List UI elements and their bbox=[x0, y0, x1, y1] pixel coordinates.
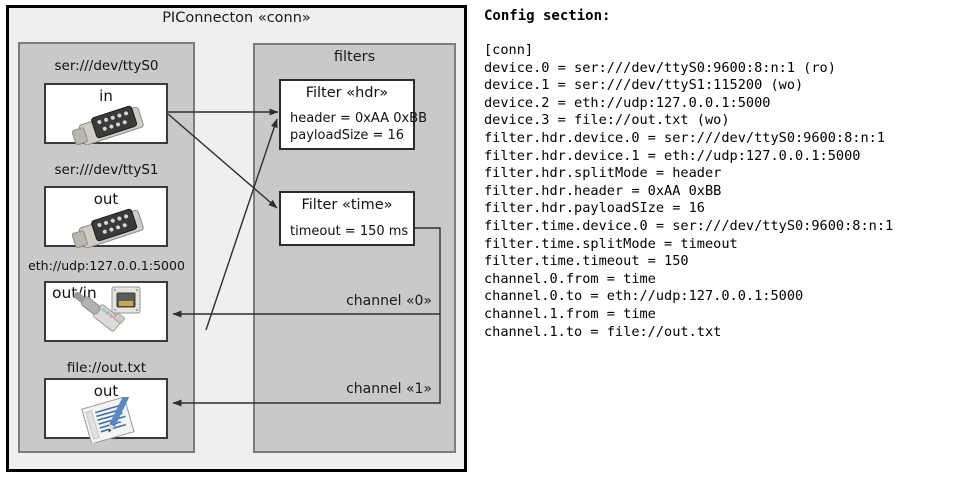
serial-db9-icon bbox=[71, 208, 144, 248]
device-card-ttys0[interactable]: in bbox=[44, 83, 168, 145]
ethernet-rj45-icon bbox=[73, 286, 141, 332]
device-card-file[interactable]: out bbox=[44, 378, 168, 443]
device-label-file: file://out.txt bbox=[66, 360, 147, 376]
device-label-eth: eth://udp:127.0.0.1:5000 bbox=[28, 258, 185, 273]
config-section-panel: Config section: [conn] device.0 = ser://… bbox=[480, 0, 964, 484]
filters-group-title: filters bbox=[333, 49, 376, 65]
channel-label-1: channel «1» bbox=[346, 381, 432, 397]
filter-attr-header: header = 0xAA 0xBB bbox=[290, 111, 428, 126]
config-code-block: [conn] device.0 = ser:///dev/ttyS0:9600:… bbox=[484, 42, 894, 340]
device-label-ttys1: ser:///dev/ttyS1 bbox=[54, 162, 159, 178]
device-label-ttys0: ser:///dev/ttyS0 bbox=[54, 58, 159, 74]
piconnecton-title: PIConnecton «conn» bbox=[162, 10, 311, 26]
filter-title-hdr: Filter «hdr» bbox=[305, 85, 389, 101]
device-direction-file: out bbox=[93, 382, 119, 400]
device-direction-ttys0: in bbox=[99, 87, 113, 105]
connector-diagram: PIConnecton «conn» filters ser:///dev/tt… bbox=[0, 0, 478, 484]
filter-attr-timeout: timeout = 150 ms bbox=[290, 224, 409, 239]
device-direction-ttys1: out bbox=[93, 190, 119, 208]
channel-label-0: channel «0» bbox=[346, 293, 432, 309]
filter-attr-payloadsize: payloadSize = 16 bbox=[290, 128, 405, 143]
device-card-ttys1[interactable]: out bbox=[44, 186, 168, 248]
filter-card-hdr[interactable]: Filter «hdr» header = 0xAA 0xBB payloadS… bbox=[279, 79, 427, 150]
text-file-icon bbox=[81, 397, 135, 443]
device-card-eth[interactable]: out/in bbox=[44, 281, 168, 342]
filter-title-time: Filter «time» bbox=[301, 197, 393, 213]
serial-db9-icon bbox=[71, 105, 144, 145]
config-heading: Config section: bbox=[484, 8, 611, 24]
filter-card-time[interactable]: Filter «time» timeout = 150 ms bbox=[279, 191, 415, 246]
